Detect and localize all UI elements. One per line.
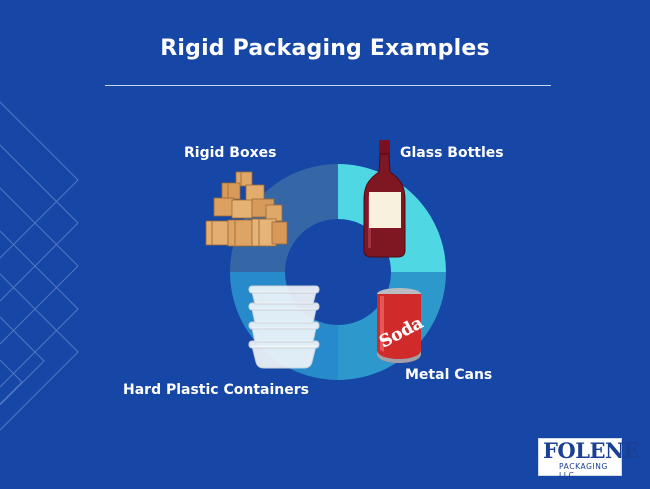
label-hard-plastic-containers: Hard Plastic Containers xyxy=(123,382,309,398)
title-divider xyxy=(105,85,551,86)
folene-logo: FOLENE PACKAGING LLC. xyxy=(538,438,640,480)
logo-main-text: FOLENE xyxy=(543,438,640,463)
label-glass-bottles: Glass Bottles xyxy=(400,145,504,161)
label-metal-cans: Metal Cans xyxy=(405,367,493,383)
label-rigid-boxes: Rigid Boxes xyxy=(184,145,277,161)
page-title: Rigid Packaging Examples xyxy=(160,36,490,61)
decorative-diamond-lines xyxy=(0,101,79,431)
logo-sub-text: PACKAGING LLC. xyxy=(559,462,608,480)
